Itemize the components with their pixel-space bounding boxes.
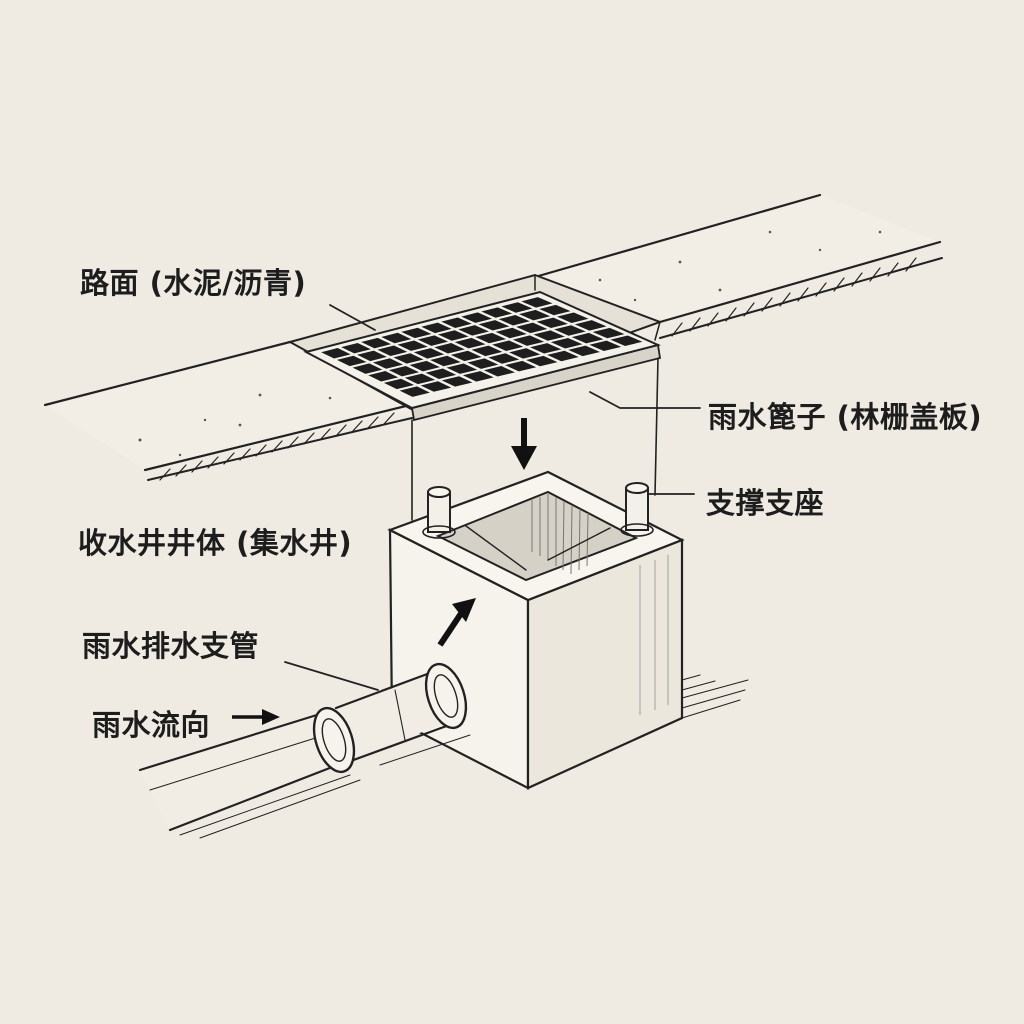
arrow-down-icon [511,418,537,470]
grate-cover [303,290,662,422]
grate-cell [521,297,553,308]
grate-cell [512,335,545,346]
grate-guide-lines [411,357,659,521]
grate-cell [373,358,403,369]
grate-cell [383,378,415,390]
arrow-right-icon [232,709,280,725]
grate-cell [501,302,533,313]
grate-cell [483,366,515,377]
grate-cell [568,345,600,357]
pavement-slab [43,193,943,481]
grate-cell [425,368,457,380]
pipe-trench-shading [179,734,471,839]
grate-cell [401,327,432,339]
grate-cell [547,350,579,362]
grate-cell [377,345,408,357]
grate-cell [498,314,530,326]
grate-cell [441,317,472,328]
grate-cell [589,340,622,352]
grate-cell [488,353,520,364]
grate-cell [610,335,643,346]
grate-cell [352,363,383,374]
grate-cell [526,355,558,367]
grate-cell [533,330,565,341]
grate-cell [434,343,465,354]
grate-cell [536,317,568,329]
grate-cell [592,327,625,339]
grate-cell [530,343,562,354]
pavement-hatching-right [671,257,917,337]
grate-cell [495,327,527,339]
grate-cell [361,337,392,349]
grate-cell [441,376,473,387]
grate-cell [413,348,445,359]
grate-cell [381,332,412,344]
grate-cell [471,345,503,357]
grate-cell [399,386,430,397]
grate-cell [462,371,494,382]
branch-pipe [138,662,471,839]
grate-cell [420,381,452,392]
grate-cell [388,365,420,377]
grate-cell [539,304,571,316]
label-well-body: 收水井井体 (集水井) [78,526,353,560]
label-grate: 雨水篦子 (林栅盖板) [708,400,983,434]
ground-shadow [681,674,749,719]
well-side-shading [639,555,669,715]
grate-cell [397,340,428,351]
leader-lines [284,304,701,691]
grate-cell [518,309,551,321]
grate-cell [571,332,604,344]
pavement-hatching-left [159,412,395,481]
grate-cell [516,322,548,334]
grate-cell [467,358,499,369]
grate-cell [341,342,371,354]
grate-cell [475,332,507,344]
grate-cell [421,322,452,334]
grate-cell [409,360,440,372]
grate-cell [321,348,351,359]
grate-cell [430,355,461,367]
label-support: 支撑支座 [706,486,825,520]
grate-cell [505,360,537,372]
grate-cell [458,325,489,336]
grate-cell [450,350,482,362]
grate-cell [357,350,387,362]
grate-cell [368,371,399,382]
support-post-left [422,486,456,539]
grate-cell [509,348,541,359]
grate-cell [492,340,524,351]
grate-cell [461,312,492,323]
grate-cell [446,363,478,374]
grate-cell [404,373,436,385]
support-post-right [620,482,654,537]
grate-cell [417,335,449,346]
label-branch-pipe: 雨水排水支管 [82,629,260,663]
grate-cell [550,337,583,349]
grate-cell [438,330,469,341]
grate-cell [478,320,510,331]
grate-cell [393,353,424,364]
grate-cell [574,320,607,331]
label-pavement: 路面 (水泥/沥青) [80,266,307,300]
grate-cell [454,337,486,349]
grate-cell [481,307,513,318]
arrow-up-right-icon [437,598,476,647]
grate-cell [557,312,589,323]
label-flow-direction: 雨水流向 [92,708,211,742]
grate-cell [554,325,586,336]
grate-cell [336,355,367,367]
